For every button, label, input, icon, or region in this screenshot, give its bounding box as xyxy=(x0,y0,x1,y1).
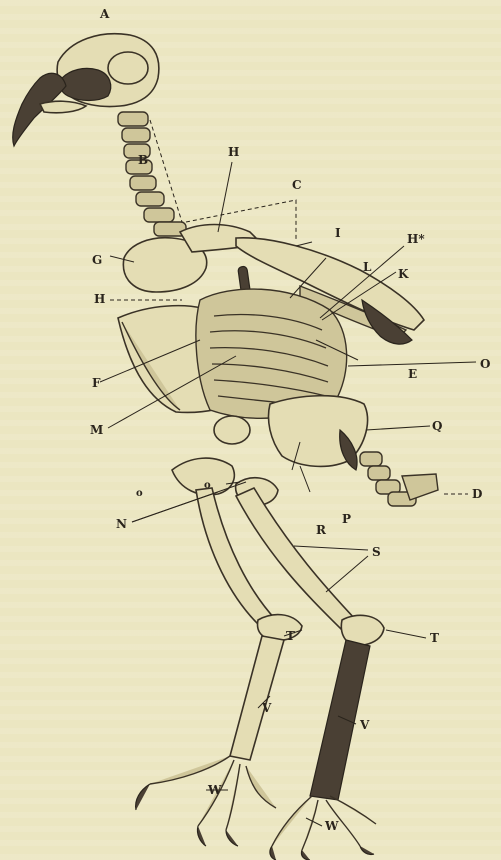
label-P: P xyxy=(342,512,351,526)
tail-vertebrae xyxy=(360,452,438,506)
label-L: L xyxy=(363,260,372,274)
label-F: F xyxy=(92,376,101,390)
label-B: B xyxy=(138,153,148,167)
neck-vertebrae xyxy=(118,112,186,236)
femurs xyxy=(172,458,278,505)
label-H-top: H xyxy=(228,145,239,159)
label-T-right: T xyxy=(430,631,439,645)
label-D: D xyxy=(472,487,482,501)
label-R: R xyxy=(316,523,327,537)
label-M: M xyxy=(90,423,103,437)
label-E: E xyxy=(408,367,417,381)
label-H-left: H xyxy=(94,292,105,306)
label-T-left: T xyxy=(286,629,295,643)
label-A: A xyxy=(99,7,110,21)
label-S: S xyxy=(372,545,381,559)
label-C: C xyxy=(292,178,302,192)
label-G: G xyxy=(92,253,102,267)
label-W-left: W xyxy=(207,783,222,797)
label-K: K xyxy=(398,267,409,281)
label-V-left: V xyxy=(261,701,272,715)
label-o-left: o xyxy=(136,488,143,499)
label-V-right: V xyxy=(359,718,370,732)
label-N: N xyxy=(116,517,127,531)
label-Q: Q xyxy=(432,419,442,433)
label-H-star: H* xyxy=(407,232,425,246)
label-I: I xyxy=(335,226,341,240)
label-o-mid: o xyxy=(204,480,211,491)
label-W-right: W xyxy=(324,819,339,833)
label-O-right: O xyxy=(480,357,490,371)
